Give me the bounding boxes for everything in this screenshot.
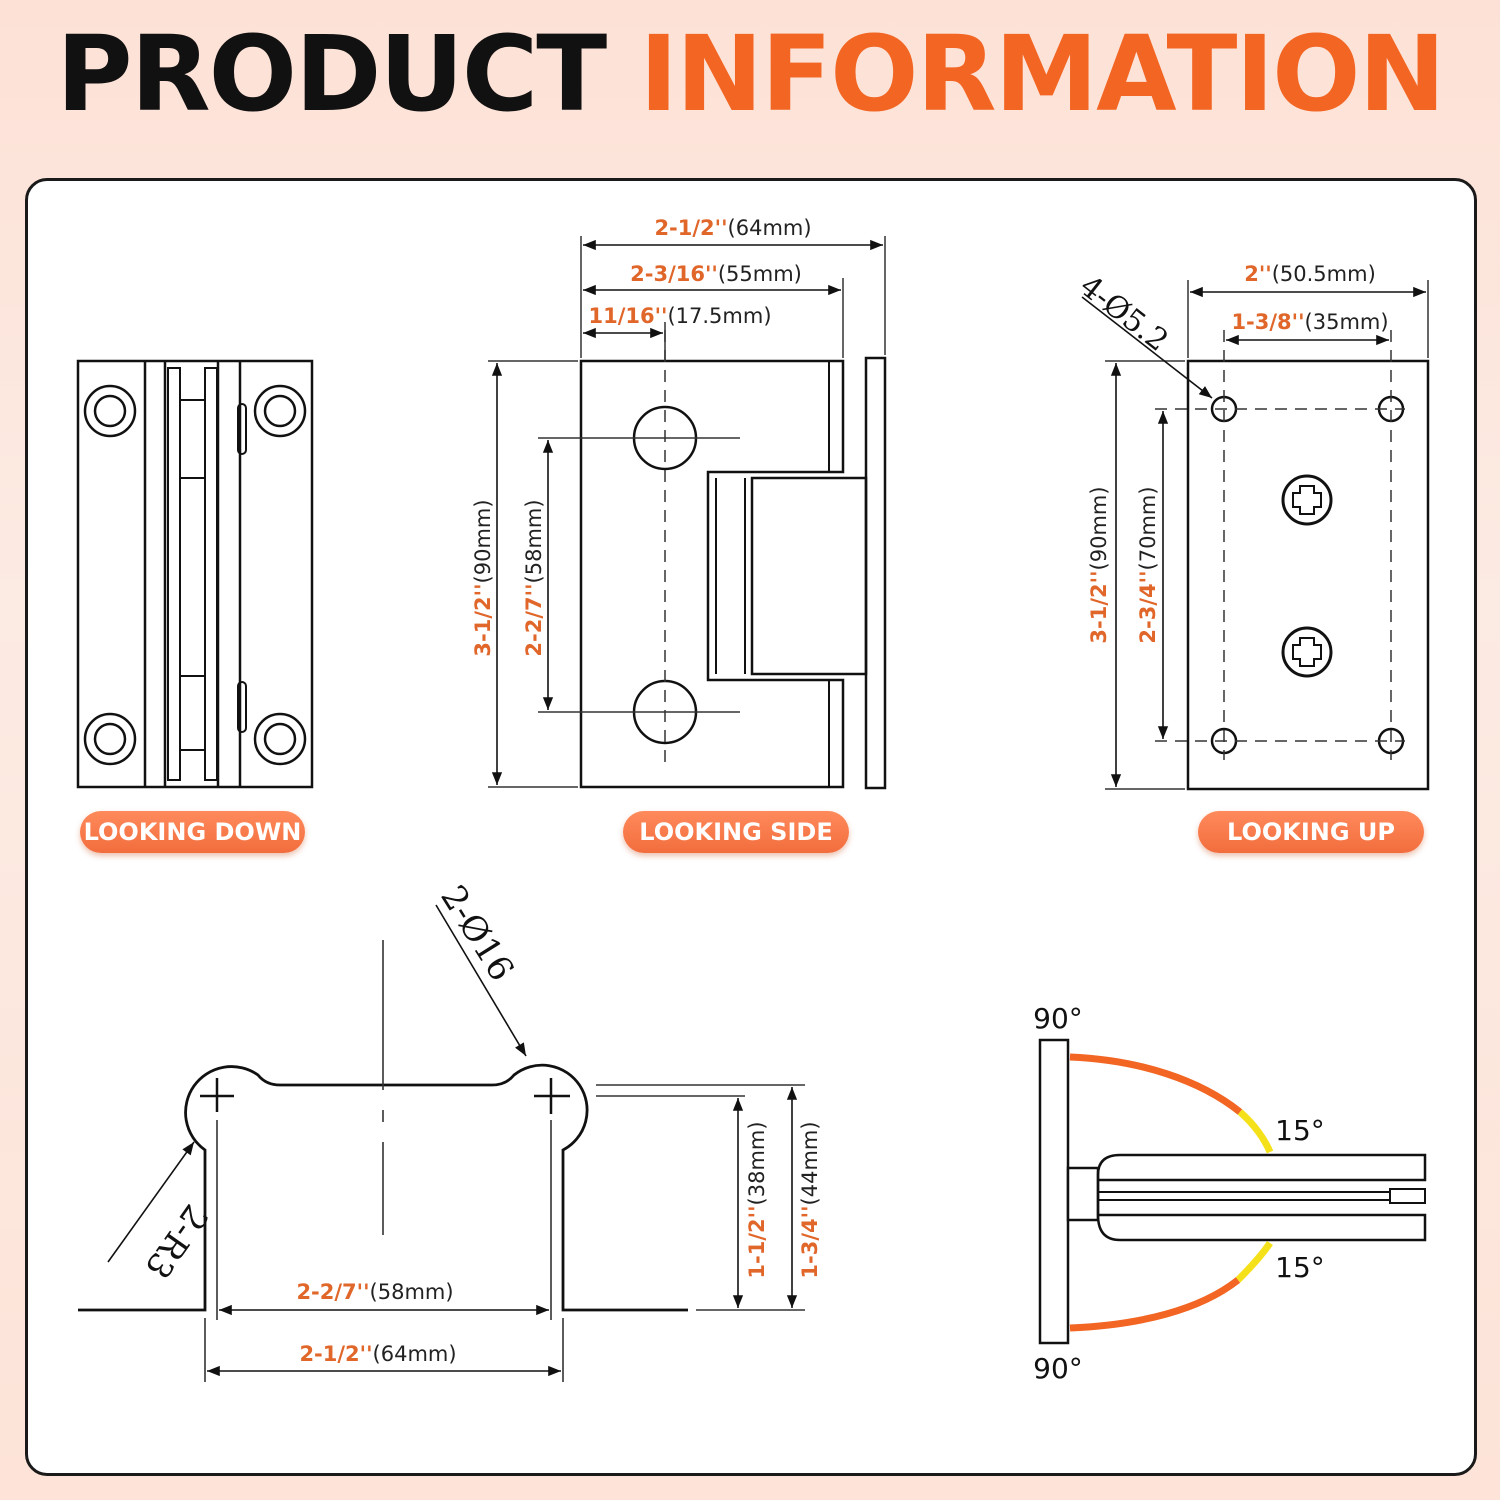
page-title: PRODUCT INFORMATION: [0, 22, 1500, 126]
up-width-label: 2''(50.5mm): [1244, 262, 1376, 286]
looking-down-view: [76, 359, 314, 789]
screw-hole-icon: [83, 712, 137, 766]
side-hole-spacing-label: 2-2/7''(58mm): [522, 499, 546, 656]
up-height-label: 3-1/2''(90mm): [1087, 486, 1111, 643]
profile-dimension-arrows: [107, 904, 798, 1377]
title-word-product: PRODUCT: [56, 13, 607, 135]
looking-up-badge: LOOKING UP: [1198, 811, 1424, 853]
looking-down-badge: LOOKING DOWN: [80, 811, 305, 853]
profile-centerlines: [200, 940, 805, 1382]
profile-inner-width-label: 2-2/7''(58mm): [296, 1280, 453, 1304]
looking-side-view: [579, 356, 887, 790]
side-hole-offset-label: 11/16''(17.5mm): [588, 304, 771, 328]
rotation-top-max-label: 90°: [1033, 1002, 1083, 1035]
profile-height-inner-label: 1-1/2''(38mm): [745, 1121, 769, 1278]
up-hole-callout: 4-Ø5.2: [1073, 269, 1175, 359]
side-centerlines: [488, 236, 886, 788]
looking-side-badge: LOOKING SIDE: [623, 811, 849, 853]
screw-hole-icon: [83, 384, 137, 438]
side-width-inner-label: 2-3/16''(55mm): [630, 262, 802, 286]
rotation-bottom-extra-label: 15°: [1275, 1251, 1325, 1284]
rotation-bottom-max-label: 90°: [1033, 1352, 1083, 1385]
side-dimension-arrows: [491, 239, 883, 785]
screw-hole-icon: [253, 712, 307, 766]
profile-height-outer-label: 1-3/4''(44mm): [798, 1121, 822, 1278]
rotation-diagram: [1038, 1038, 1427, 1345]
side-width-total-label: 2-1/2''(64mm): [654, 216, 811, 240]
rotation-top-extra-label: 15°: [1275, 1114, 1325, 1147]
up-centerlines: [1105, 280, 1429, 790]
up-dimension-arrows: [1081, 286, 1426, 787]
profile-radius-callout: 2-R3: [137, 1197, 216, 1286]
phillips-screw-icon: [1281, 474, 1333, 526]
side-height-label: 3-1/2''(90mm): [471, 499, 495, 656]
profile-hole-callout: 2-Ø16: [432, 879, 521, 989]
phillips-screw-icon: [1281, 626, 1333, 678]
up-hole-spacing-x-label: 1-3/8''(35mm): [1231, 310, 1388, 334]
up-hole-spacing-y-label: 2-3/4''(70mm): [1136, 486, 1160, 643]
profile-view: [78, 1063, 688, 1312]
screw-hole-icon: [253, 384, 307, 438]
profile-outer-width-label: 2-1/2''(64mm): [299, 1342, 456, 1366]
title-word-information: INFORMATION: [639, 13, 1445, 135]
rotation-arcs: [1069, 1053, 1274, 1332]
